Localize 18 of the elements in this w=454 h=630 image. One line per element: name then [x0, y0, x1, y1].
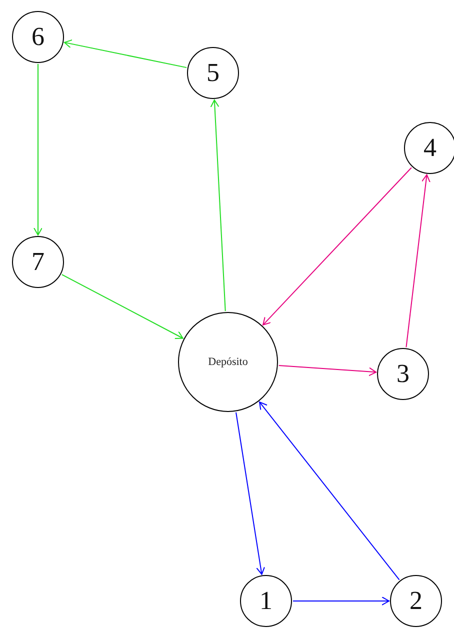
arrow — [406, 174, 430, 348]
arrow — [236, 412, 266, 575]
node-label: 7 — [32, 249, 44, 275]
arrow — [278, 365, 377, 376]
node-label: 5 — [206, 60, 220, 86]
node-label: 4 — [424, 135, 436, 161]
arrow — [61, 274, 184, 340]
arrow — [292, 596, 390, 606]
node-label: Depósito — [208, 356, 248, 368]
arrow — [64, 39, 188, 68]
node-label: 2 — [410, 588, 422, 614]
arrow — [259, 402, 400, 580]
node-label: 6 — [32, 24, 44, 50]
arrow — [34, 64, 42, 236]
node-label: 3 — [396, 361, 410, 387]
arrow — [210, 99, 226, 312]
node-label: 1 — [260, 588, 272, 614]
arrow — [262, 167, 412, 326]
